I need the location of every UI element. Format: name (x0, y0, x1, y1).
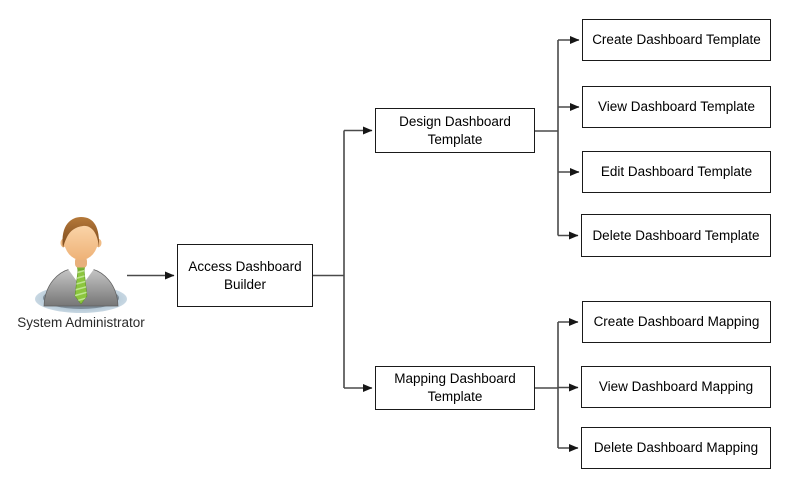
node-delete-dashboard-mapping: Delete Dashboard Mapping (581, 427, 771, 469)
node-access-dashboard-builder: Access Dashboard Builder (177, 244, 313, 307)
actor: System Administrator (0, 212, 162, 330)
actor-label: System Administrator (17, 315, 145, 330)
node-label: Edit Dashboard Template (600, 164, 753, 180)
node-label: Delete Dashboard Template (592, 227, 760, 243)
businessman-icon (35, 217, 127, 313)
node-label: Design Dashboard Template (399, 113, 511, 147)
node-mapping-dashboard-template: Mapping Dashboard Template (375, 366, 535, 410)
node-label: View Dashboard Mapping (598, 379, 754, 395)
node-label: Create Dashboard Template (592, 32, 761, 48)
node-create-dashboard-template: Create Dashboard Template (582, 19, 771, 61)
node-create-dashboard-mapping: Create Dashboard Mapping (582, 301, 771, 343)
node-label: Delete Dashboard Mapping (593, 440, 759, 456)
node-view-dashboard-mapping: View Dashboard Mapping (581, 366, 771, 408)
node-label: Create Dashboard Mapping (593, 314, 760, 330)
node-label: Mapping Dashboard Template (394, 371, 516, 404)
node-view-dashboard-template: View Dashboard Template (582, 86, 771, 128)
node-edit-dashboard-template: Edit Dashboard Template (582, 151, 771, 193)
node-delete-dashboard-template: Delete Dashboard Template (581, 214, 771, 257)
node-label: Access Dashboard Builder (188, 258, 302, 292)
node-design-dashboard-template: Design Dashboard Template (375, 108, 535, 153)
node-label: View Dashboard Template (597, 99, 756, 115)
